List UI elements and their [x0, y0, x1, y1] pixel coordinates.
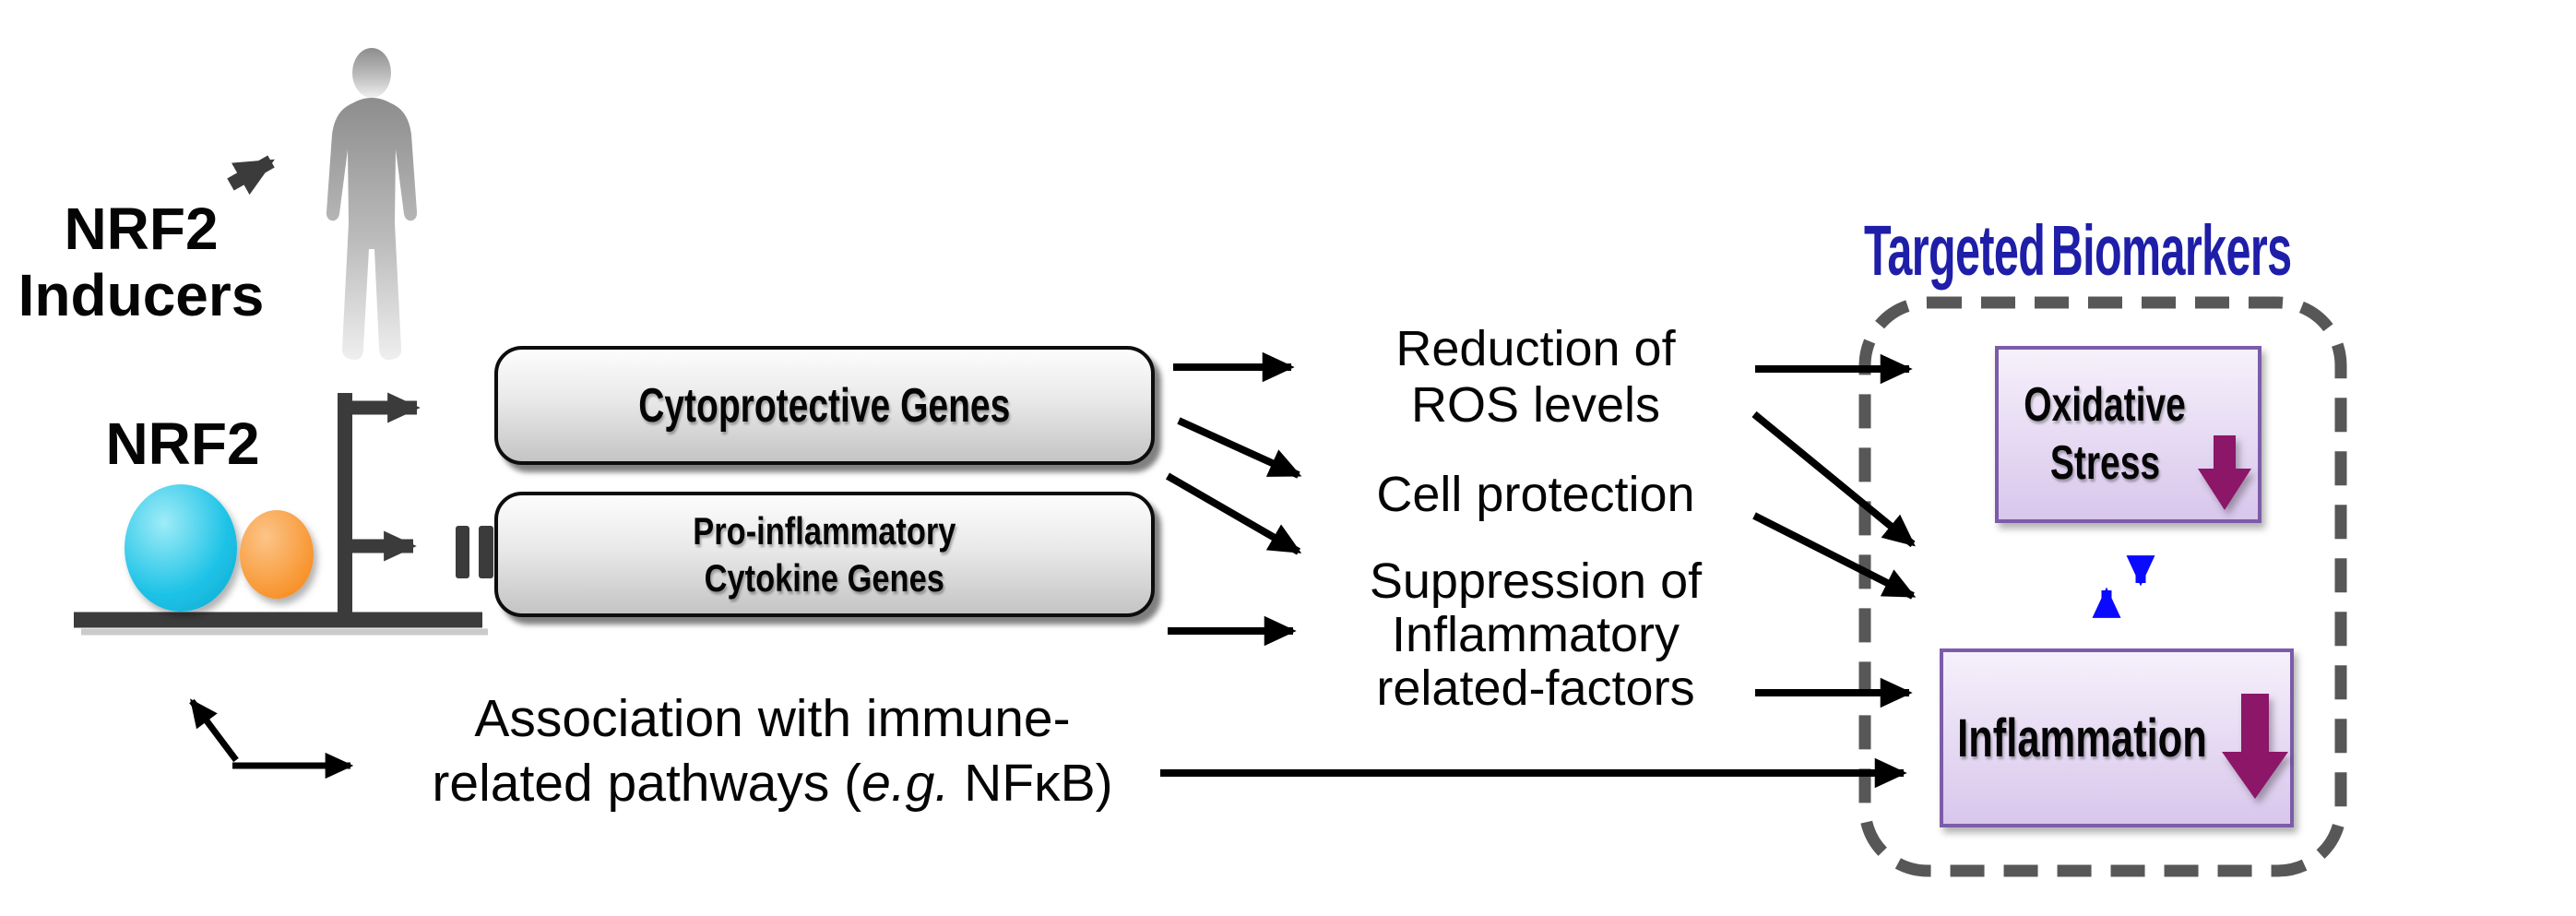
partner-protein-ellipse [240, 510, 314, 599]
cytoprotective-genes-box [494, 346, 1155, 465]
nrf2-complex-label: NRF2 [105, 410, 260, 477]
human-silhouette-icon [326, 48, 418, 360]
pro-inflammatory-line1: Pro-inflammatory [693, 509, 956, 553]
suppression-line2: Inflammatory [1391, 607, 1680, 662]
targeted-biomarkers-title: Targeted Biomarkers [1864, 211, 2292, 291]
association-line2-pre: related pathways ( [432, 754, 862, 813]
pro-inflammatory-genes-box [494, 492, 1155, 617]
suppression-line1: Suppression of [1369, 553, 1703, 609]
interplay-arrows [2092, 555, 2155, 618]
oxidative-line2: Stress [2049, 436, 2161, 490]
promoter-structure [338, 392, 421, 622]
oxidative-stress-box [1995, 346, 2261, 523]
inhibition-bars-icon [456, 526, 493, 578]
pro-inflammatory-genes-label: Pro-inflammatory Cytokine Genes [496, 494, 1153, 615]
suppression-label: Suppression of Inflammatory related-fact… [1319, 554, 1752, 715]
inducer-arrow-icon [227, 155, 275, 196]
pro-inflammatory-line2: Cytokine Genes [704, 556, 945, 600]
inflammation-text: Inflammation [1957, 708, 2207, 768]
ros-line1: Reduction of [1395, 321, 1676, 376]
arrow-to-suppression [1165, 472, 1302, 555]
ros-reduction-label: Reduction of ROS levels [1328, 321, 1743, 434]
oxidative-decrease-arrow-icon [2198, 435, 2251, 510]
association-line2: related pathways (e.g. NFκB) [432, 754, 1112, 813]
association-label: Association with immune- related pathway… [383, 686, 1162, 815]
cytoprotective-genes-label: Cytoprotective Genes [496, 348, 1153, 463]
nrf2-inducers-line1: NRF2 [64, 196, 219, 262]
effect-biomarker-arrows [1160, 353, 1917, 789]
arrow-ros-diagonal [1751, 410, 1916, 548]
gene-effect-arrows [1165, 351, 1302, 647]
cytoprotective-genes-text: Cytoprotective Genes [638, 378, 1011, 433]
association-line2-italic: e.g. [861, 754, 950, 813]
arrow-cyto-to-cellprotection [1177, 417, 1302, 479]
inflammation-label: Inflammation [1941, 650, 2292, 826]
oxidative-line1: Oxidative [2024, 378, 2187, 432]
targeted-biomarkers-dashed-box [1858, 296, 2347, 877]
nrf2-inducers-label: NRF2 Inducers [17, 196, 266, 328]
inflammation-box [1940, 648, 2294, 827]
nrf2-inducers-line2: Inducers [18, 262, 265, 328]
association-line1: Association with immune- [474, 689, 1071, 748]
nrf2-protein-ellipse [125, 484, 237, 612]
ros-line2: ROS levels [1410, 377, 1661, 433]
cell-protection-label: Cell protection [1376, 467, 1695, 522]
suppression-line3: related-factors [1376, 660, 1695, 716]
arrow-cellprotection-diagonal [1752, 512, 1917, 600]
inflammation-decrease-arrow-icon [2222, 694, 2288, 799]
oxidative-stress-label: Oxidative Stress [1997, 348, 2260, 521]
association-double-arrow-icon [189, 698, 354, 779]
association-line2-post: NFκB) [949, 754, 1113, 813]
